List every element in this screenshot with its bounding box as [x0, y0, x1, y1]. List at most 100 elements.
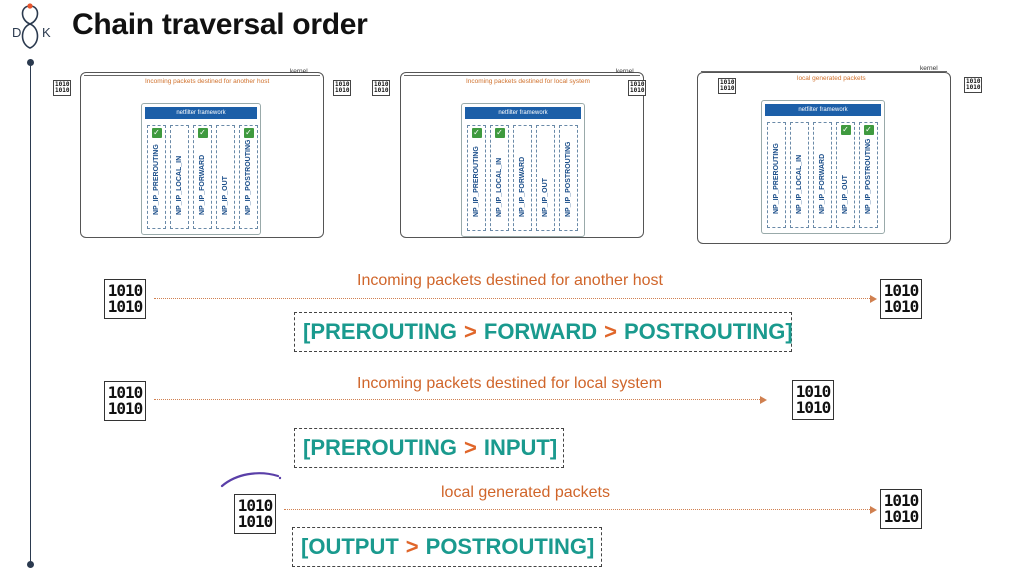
flow-arrowhead [760, 395, 767, 404]
hook-label: NP_IP_OUT [841, 175, 849, 214]
hook-column: ✓NP_IP_PREROUTING [467, 125, 486, 231]
chain-name: OUTPUT [308, 534, 399, 559]
hook-label: NP_IP_POSTROUTING [864, 138, 872, 214]
kernel-label: kernel [920, 65, 938, 72]
flow-arrowhead [870, 505, 877, 514]
hook-column: NP_IP_LOCAL_IN [170, 125, 189, 229]
timeline-line [30, 62, 31, 564]
checkmark-icon: ✓ [197, 128, 208, 138]
kernel-boundary-line [84, 75, 320, 76]
chain-order-box: [PREROUTING>FORWARD>POSTROUTING] [294, 312, 793, 352]
hook-label: NP_IP_LOCAL_IN [175, 155, 183, 215]
binary-line: 1010 [374, 87, 389, 94]
checkmark-icon: ✓ [863, 125, 874, 135]
flow-arrow-line [284, 509, 872, 510]
bracket-close: ] [549, 435, 558, 460]
hook-label: NP_IP_FORWARD [818, 153, 826, 214]
hook-label: NP_IP_FORWARD [518, 156, 526, 217]
binary-line: 1010 [107, 297, 144, 316]
chain-separator: > [464, 435, 477, 460]
checkmark-icon: ✓ [840, 125, 851, 135]
binary-line: 1010 [335, 87, 350, 94]
binary-line: 1010 [720, 79, 735, 86]
binary-line: 1010 [107, 399, 144, 418]
binary-line: 1010 [966, 78, 981, 85]
binary-line: 1010 [107, 383, 144, 402]
mini-caption: Incoming packets destined for another ho… [145, 78, 270, 85]
hook-column: ✓ NP_IP_LOCAL_IN [490, 125, 509, 231]
timeline-dot-top [27, 59, 34, 66]
hook-column: ✓ NP_IP_POSTROUTING [859, 122, 878, 228]
chain-name: FORWARD [483, 319, 598, 344]
chain-separator: > [604, 319, 617, 344]
hook-column: ✓ NP_IP_PREROUTING [147, 125, 166, 229]
hook-label: NP_IP_POSTROUTING [244, 139, 252, 215]
hook-column: NP_IP_OUT [536, 125, 555, 231]
binary-line: 1010 [237, 496, 274, 515]
chain-name: PREROUTING [310, 319, 458, 344]
binary-line: 1010 [107, 281, 144, 300]
hook-column: NP_IP_OUT [216, 125, 235, 229]
binary-line: 1010 [335, 81, 350, 88]
kernel-boundary-line [404, 75, 640, 76]
binary-line: 1010 [883, 281, 920, 300]
flow-caption: local generated packets [441, 484, 610, 501]
binary-line: 1010 [883, 297, 920, 316]
flow-arrowhead [870, 294, 877, 303]
bracket-open: [ [303, 319, 311, 344]
flow-arrow-line [154, 298, 872, 299]
logo-letter-k: K [42, 25, 51, 40]
chain-separator: > [464, 319, 477, 344]
checkmark-icon: ✓ [243, 128, 254, 138]
binary-line: 1010 [630, 81, 645, 88]
hook-column: NP_IP_FORWARD [513, 125, 532, 231]
binary-line: 1010 [795, 382, 832, 401]
mini-caption: Incoming packets destined for local syst… [466, 78, 590, 85]
hook-label: NP_IP_PREROUTING [152, 144, 160, 215]
bracket-close: ] [586, 534, 595, 559]
hook-column: NP_IP_PREROUTING [767, 122, 786, 228]
chain-order-box: [PREROUTING>INPUT] [294, 428, 564, 468]
hook-column: NP_IP_LOCAL_IN [790, 122, 809, 228]
hook-column: ✓NP_IP_POSTROUTING [239, 125, 258, 229]
bracket-close: ] [785, 319, 793, 344]
logo-letter-d: D [12, 25, 21, 40]
binary-line: 1010 [966, 84, 981, 91]
framework-header: netfilter framework [145, 107, 257, 119]
hook-label: NP_IP_PREROUTING [772, 143, 780, 214]
chain-name: POSTROUTING [624, 319, 786, 344]
binary-line: 1010 [883, 507, 920, 526]
hook-label: NP_IP_LOCAL_IN [795, 154, 803, 214]
chain-separator: > [405, 534, 419, 559]
bracket-open: [ [301, 534, 309, 559]
hook-label: NP_IP_OUT [541, 178, 549, 217]
binary-line: 1010 [795, 398, 832, 417]
hook-column: NP_IP_POSTROUTING [559, 125, 578, 231]
checkmark-icon: ✓ [151, 128, 162, 138]
dk-logo: D K [12, 3, 51, 49]
kernel-label: kernel [616, 68, 634, 75]
binary-line: 1010 [720, 85, 735, 92]
page-title: Chain traversal order [72, 8, 368, 41]
chain-name: PREROUTING [310, 435, 458, 460]
hook-label: NP_IP_OUT [221, 176, 229, 215]
hook-label: NP_IP_FORWARD [198, 154, 206, 215]
framework-header: netfilter framework [465, 107, 581, 119]
hook-label: NP_IP_LOCAL_IN [495, 157, 503, 217]
hook-column: ✓ NP_IP_FORWARD [193, 125, 212, 229]
flow-caption: Incoming packets destined for local syst… [357, 375, 663, 392]
checkmark-icon: ✓ [494, 128, 505, 138]
mini-caption: local generated packets [797, 75, 866, 82]
hook-label: NP_IP_POSTROUTING [564, 141, 572, 217]
